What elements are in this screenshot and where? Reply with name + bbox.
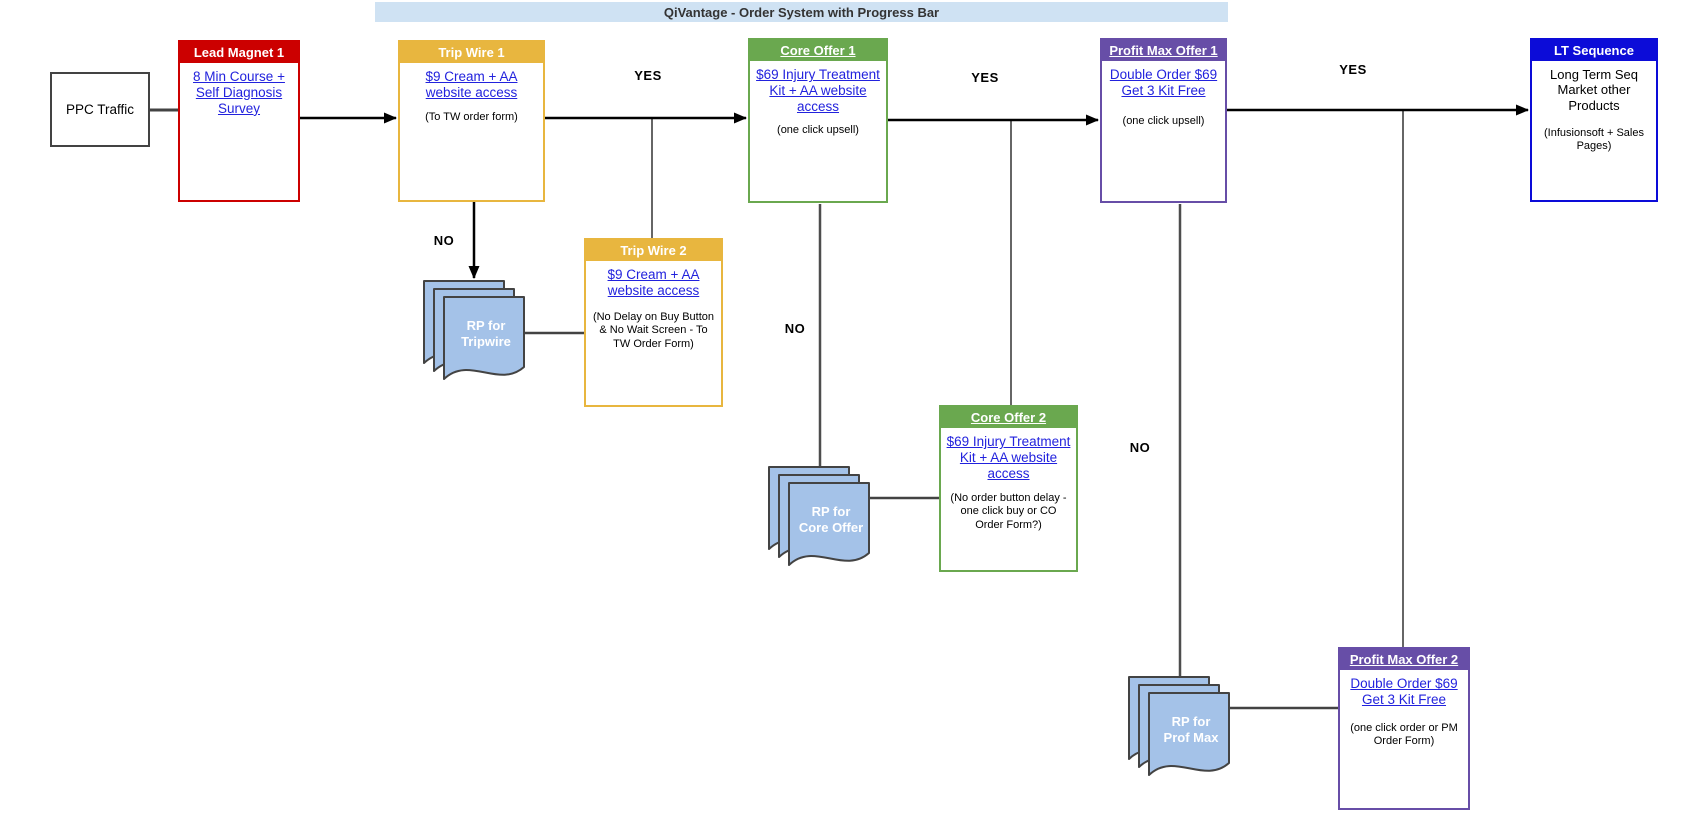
edge-label-no-tripwire1: NO — [433, 233, 455, 248]
lt-sequence-body: Long Term Seq Market other Products — [1550, 67, 1638, 113]
trip-wire-1-note: (To TW order form) — [425, 110, 518, 123]
node-lt-sequence: LT Sequence Long Term Seq Market other P… — [1530, 38, 1658, 202]
diagram-title: QiVantage - Order System with Progress B… — [375, 2, 1228, 22]
edge-label-yes-coreoffer1: YES — [971, 70, 999, 85]
rp-prof-max-label: RP for Prof Max — [1163, 714, 1219, 746]
rp-tripwire-label: RP for Tripwire — [461, 318, 511, 350]
node-profit-max-offer-2: Profit Max Offer 2 Double Order $69 Get … — [1338, 647, 1470, 810]
profit-max-offer-1-header[interactable]: Profit Max Offer 1 — [1102, 40, 1225, 63]
lt-sequence-header: LT Sequence — [1532, 40, 1656, 63]
core-offer-1-link[interactable]: $69 Injury Treatment Kit + AA website ac… — [756, 67, 880, 114]
node-core-offer-2: Core Offer 2 $69 Injury Treatment Kit + … — [939, 405, 1078, 572]
node-trip-wire-2: Trip Wire 2 $9 Cream + AA website access… — [584, 238, 723, 407]
edge-label-yes-tripwire1: YES — [634, 68, 662, 83]
rp-prof-max-shape: RP for Prof Max — [1128, 676, 1232, 786]
lead-magnet-1-header: Lead Magnet 1 — [180, 42, 298, 65]
stacked-documents-icon — [1128, 676, 1230, 776]
core-offer-1-header[interactable]: Core Offer 1 — [750, 40, 886, 63]
rp-core-offer-shape: RP for Core Offer — [768, 466, 872, 576]
node-ppc-traffic: PPC Traffic — [50, 72, 150, 147]
rp-tripwire-shape: RP for Tripwire — [423, 280, 527, 390]
trip-wire-2-link[interactable]: $9 Cream + AA website access — [607, 267, 700, 298]
edge-label-no-profitmax1: NO — [1129, 440, 1151, 455]
trip-wire-1-header: Trip Wire 1 — [400, 42, 543, 65]
node-profit-max-offer-1: Profit Max Offer 1 Double Order $69 Get … — [1100, 38, 1227, 203]
stacked-documents-icon — [768, 466, 870, 566]
node-trip-wire-1: Trip Wire 1 $9 Cream + AA website access… — [398, 40, 545, 202]
profit-max-offer-1-link[interactable]: Double Order $69 Get 3 Kit Free — [1109, 67, 1218, 98]
edge-label-no-coreoffer1: NO — [784, 321, 806, 336]
core-offer-2-note: (No order button delay - one click buy o… — [950, 491, 1067, 531]
trip-wire-1-link[interactable]: $9 Cream + AA website access — [425, 69, 518, 100]
rp-core-offer-label: RP for Core Offer — [798, 504, 864, 536]
lead-magnet-1-link[interactable]: 8 Min Course + Self Diagnosis Survey — [193, 69, 285, 116]
profit-max-offer-2-link[interactable]: Double Order $69 Get 3 Kit Free — [1350, 676, 1458, 707]
lt-sequence-note: (Infusionsoft + Sales Pages) — [1544, 126, 1644, 153]
trip-wire-2-note: (No Delay on Buy Button & No Wait Screen… — [592, 310, 715, 350]
node-core-offer-1: Core Offer 1 $69 Injury Treatment Kit + … — [748, 38, 888, 203]
core-offer-2-header[interactable]: Core Offer 2 — [941, 407, 1076, 430]
core-offer-2-link[interactable]: $69 Injury Treatment Kit + AA website ac… — [946, 434, 1071, 481]
core-offer-1-note: (one click upsell) — [777, 123, 859, 136]
ppc-traffic-label: PPC Traffic — [65, 102, 135, 117]
stacked-documents-icon — [423, 280, 525, 380]
node-lead-magnet-1: Lead Magnet 1 8 Min Course + Self Diagno… — [178, 40, 300, 202]
profit-max-offer-2-note: (one click order or PM Order Form) — [1350, 721, 1458, 748]
trip-wire-2-header: Trip Wire 2 — [586, 240, 721, 263]
edge-label-yes-profitmax1: YES — [1339, 62, 1367, 77]
profit-max-offer-1-note: (one click upsell) — [1122, 114, 1205, 127]
profit-max-offer-2-header[interactable]: Profit Max Offer 2 — [1340, 649, 1468, 672]
